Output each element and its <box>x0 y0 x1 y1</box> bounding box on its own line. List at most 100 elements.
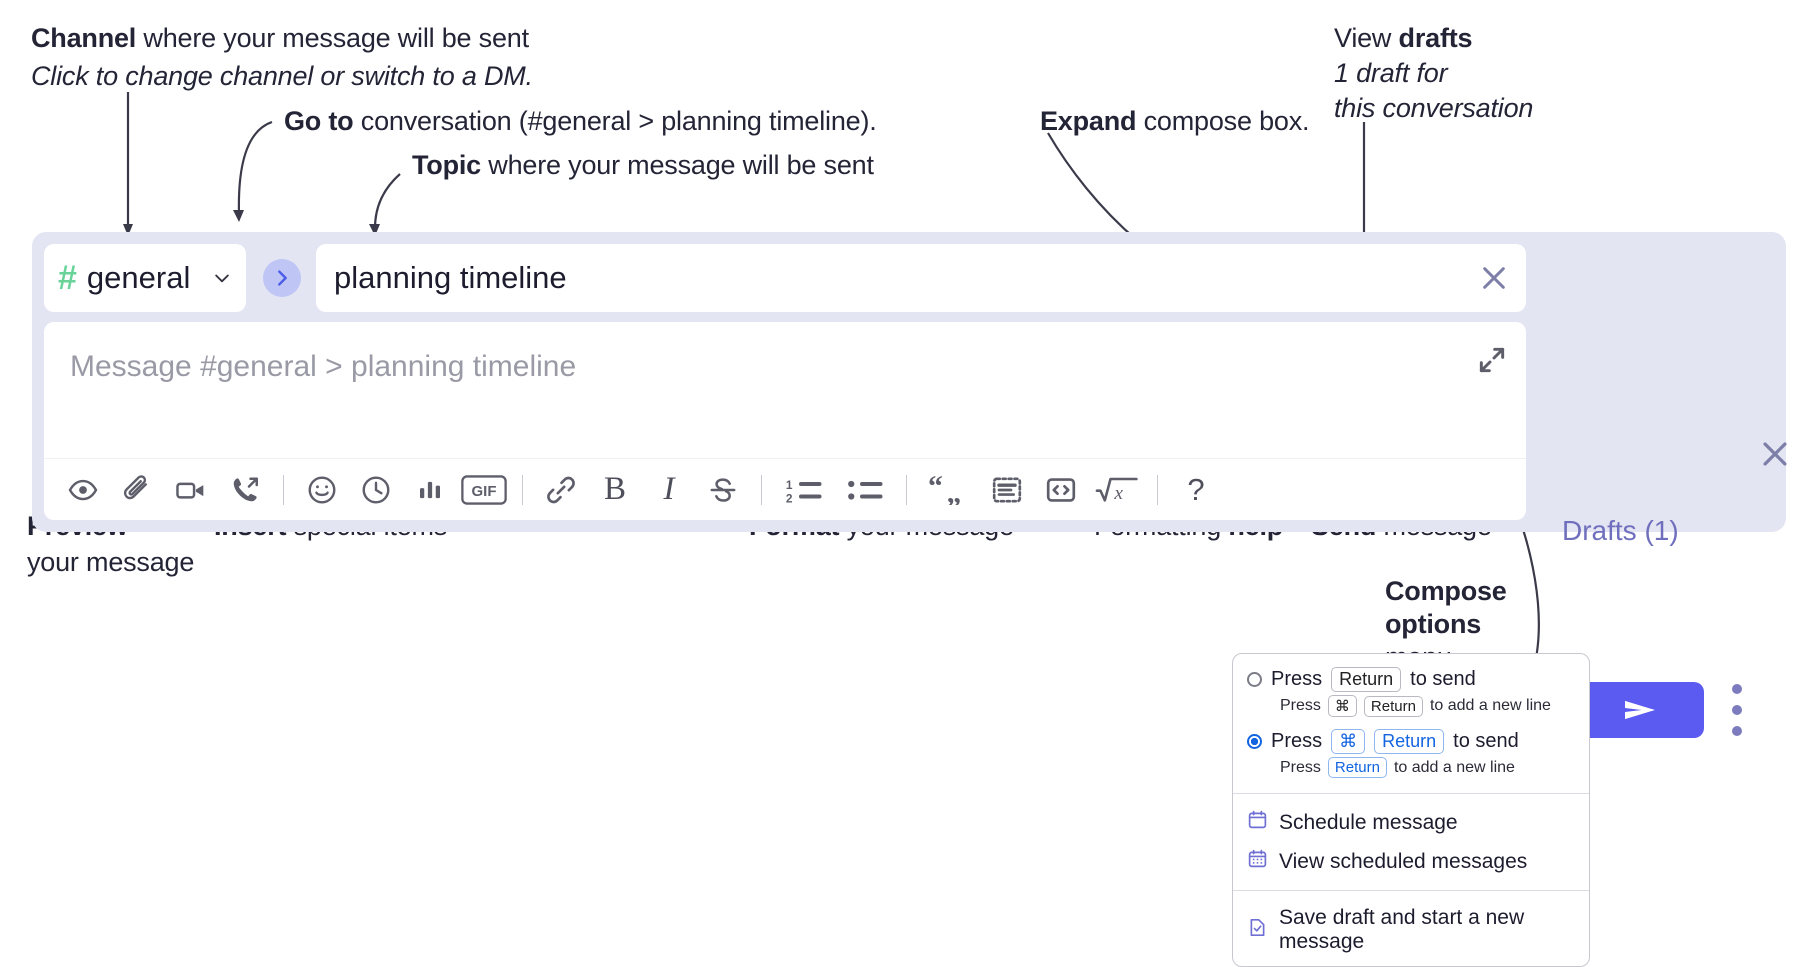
key-return-2: Return <box>1374 729 1445 754</box>
menu-divider-2 <box>1233 890 1589 891</box>
bulleted-list-icon[interactable] <box>835 467 895 513</box>
bold-icon[interactable]: B <box>603 471 626 507</box>
annotation-goto: Go to conversation (#general > planning … <box>284 106 877 138</box>
channel-name-label: general <box>86 260 191 295</box>
annotation-goto-bold: Go to <box>284 106 354 136</box>
annotation-topic: Topic where your message will be sent <box>412 150 874 182</box>
option2-pre: Press <box>1271 730 1323 752</box>
video-icon[interactable] <box>164 467 218 513</box>
annotation-drafts-sub2: this conversation <box>1334 92 1534 123</box>
option2-sub-pre: Press <box>1280 758 1321 776</box>
svg-text:1: 1 <box>786 477 793 491</box>
kebab-dot-2 <box>1732 705 1742 715</box>
emoji-icon[interactable] <box>295 467 349 513</box>
key-command: ⌘ <box>1327 695 1357 717</box>
menu-option-return-to-send[interactable]: Press Return to send <box>1233 664 1589 692</box>
annotation-drafts-sub1: 1 draft for <box>1334 57 1448 88</box>
compose-options-button[interactable] <box>1732 684 1742 736</box>
menu-option-return-subtext: Press ⌘ Return to add a new line <box>1233 692 1589 723</box>
toolbar-separator-4 <box>906 474 907 505</box>
drafts-link[interactable]: Drafts (1) <box>1562 515 1679 546</box>
calendar-grid-icon <box>1247 848 1268 875</box>
annotation-compose-bold2: options <box>1385 608 1482 639</box>
chevron-right-icon <box>278 270 287 286</box>
annotation-preview-sub: your message <box>27 546 195 577</box>
annotation-drafts: View drafts 1 draft for this conversatio… <box>1334 23 1533 125</box>
key-return-sub-2: Return <box>1327 757 1387 778</box>
channel-selector[interactable]: # general <box>44 244 246 312</box>
blockquote-icon[interactable]: “„ <box>918 467 980 513</box>
send-icon <box>1625 700 1655 720</box>
svg-text:“: “ <box>928 475 943 503</box>
annotation-expand: Expand compose box. <box>1040 106 1310 138</box>
annotation-drafts-plain: View <box>1334 23 1399 53</box>
radio-button-selected[interactable] <box>1247 734 1262 749</box>
annotation-goto-rest: conversation (#general > planning timeli… <box>353 106 877 136</box>
radio-button-unselected[interactable] <box>1247 672 1262 687</box>
menu-item-label: Save draft and start a new message <box>1279 906 1525 953</box>
message-placeholder: Message #general > planning timeline <box>70 350 577 383</box>
menu-item-label: Schedule message <box>1279 810 1458 834</box>
option2-sub-post: to add a new line <box>1393 758 1515 776</box>
key-return-sub: Return <box>1363 695 1423 717</box>
link-icon[interactable] <box>534 467 588 513</box>
annotation-topic-bold: Topic <box>412 150 481 180</box>
poll-icon[interactable] <box>403 467 457 513</box>
menu-item-schedule-message[interactable]: Schedule message <box>1233 803 1589 842</box>
toolbar-separator-1 <box>283 474 284 505</box>
send-button[interactable] <box>1576 682 1704 738</box>
annotation-compose-bold1: Compose <box>1385 576 1507 606</box>
annotation-channel-rest: where your message will be sent <box>136 23 529 53</box>
svg-text:GIF: GIF <box>472 483 497 500</box>
annotation-expand-bold: Expand <box>1040 106 1137 136</box>
topic-field[interactable]: planning timeline <box>316 244 1526 312</box>
option1-pre: Press <box>1271 668 1323 690</box>
option1-post: to send <box>1410 668 1476 690</box>
menu-option-cmd-return-subtext: Press Return to add a new line <box>1233 754 1589 784</box>
option1-sub-post: to add a new line <box>1429 697 1551 714</box>
message-input-box[interactable]: Message #general > planning timeline <box>44 322 1526 520</box>
menu-divider-1 <box>1233 793 1589 794</box>
toolbar-separator-3 <box>761 474 762 505</box>
kebab-dot-1 <box>1732 684 1742 694</box>
annotation-channel: Channel where your message will be sent … <box>31 23 533 93</box>
strikethrough-icon[interactable] <box>696 467 750 513</box>
formatting-help-icon[interactable]: ? <box>1187 471 1205 507</box>
goto-conversation-button[interactable] <box>263 259 301 297</box>
calendar-icon <box>1247 809 1268 836</box>
math-icon[interactable]: x <box>1088 467 1146 513</box>
italic-icon[interactable]: I <box>663 471 675 507</box>
svg-text:„: „ <box>947 477 962 505</box>
compose-header-row: # general planning timeline <box>44 244 1526 312</box>
option1-sub-pre: Press <box>1280 697 1321 714</box>
svg-text:2: 2 <box>786 491 793 505</box>
clock-icon[interactable] <box>349 467 403 513</box>
menu-item-view-scheduled-messages[interactable]: View scheduled messages <box>1233 842 1589 881</box>
save-draft-icon <box>1247 917 1268 944</box>
svg-text:x: x <box>1113 483 1123 504</box>
hash-icon: # <box>58 259 77 297</box>
clear-topic-icon[interactable] <box>1478 262 1510 294</box>
annotation-topic-rest: where your message will be sent <box>481 150 874 180</box>
close-icon[interactable] <box>1758 437 1792 471</box>
attachment-icon[interactable] <box>110 467 164 513</box>
expand-icon[interactable] <box>1476 344 1508 376</box>
code-icon[interactable] <box>1034 467 1088 513</box>
preview-icon[interactable] <box>56 467 110 513</box>
compose-panel: Drafts (1) # general planning timeline <box>32 232 1787 738</box>
kebab-dot-3 <box>1732 726 1742 736</box>
topic-value: planning timeline <box>334 260 567 295</box>
menu-item-save-draft[interactable]: Save draft and start a new message <box>1233 900 1589 966</box>
code-block-icon[interactable] <box>980 467 1034 513</box>
compose-options-menu: Press Return to send Press ⌘ Return to a… <box>1232 653 1590 967</box>
chevron-down-icon <box>212 268 232 288</box>
key-command-2: ⌘ <box>1331 729 1366 754</box>
audio-clip-icon[interactable] <box>218 467 272 513</box>
gif-icon[interactable]: GIF <box>457 467 511 513</box>
annotation-drafts-bold: drafts <box>1398 23 1473 53</box>
key-return: Return <box>1331 667 1402 692</box>
menu-option-cmd-return-to-send[interactable]: Press ⌘ Return to send <box>1233 723 1589 754</box>
menu-item-label: View scheduled messages <box>1279 849 1528 873</box>
